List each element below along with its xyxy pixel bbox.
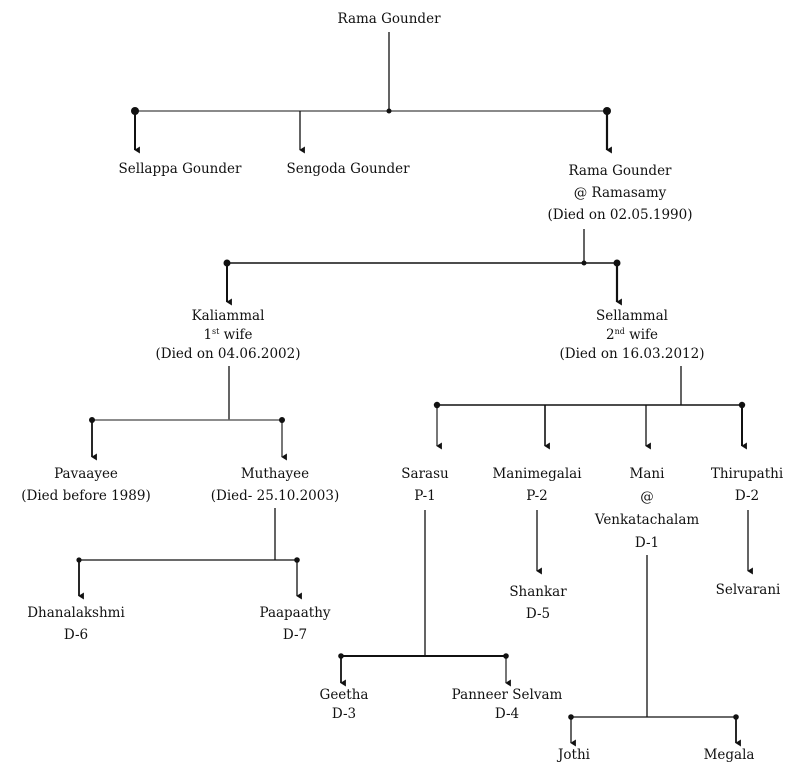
person-geetha: Geetha D-3: [320, 686, 369, 724]
person-sengoda-gounder: Sengoda Gounder: [286, 160, 409, 178]
person-name: Sellammal: [596, 308, 668, 324]
person-selvarani: Selvarani: [716, 581, 781, 599]
person-name: Pavaayee: [54, 466, 118, 482]
person-name: Selvarani: [715, 582, 781, 598]
person-name: Panneer Selvam: [451, 687, 563, 703]
junction-dot: [294, 557, 300, 563]
person-name: Geetha: [319, 687, 369, 703]
person-code: D-7: [282, 627, 308, 643]
person-manimegalai: Manimegalai P-2: [492, 463, 581, 507]
junction-dot: [338, 653, 344, 659]
person-megala: Megala: [704, 746, 755, 764]
person-name: Muthayee: [240, 466, 310, 482]
junction-dot: [89, 417, 95, 423]
person-death-note: (Died on 04.06.2002): [155, 346, 301, 362]
person-kaliammal: Kaliammal 1st wife (Died on 04.06.2002): [155, 307, 300, 364]
person-death-note: (Died before 1989): [21, 488, 151, 504]
person-alias: Venkatachalam: [594, 512, 700, 528]
person-dhanalakshmi: Dhanalakshmi D-6: [27, 602, 125, 646]
person-rama-gounder-ramasamy: Rama Gounder @ Ramasamy (Died on 02.05.1…: [547, 160, 692, 226]
person-name: Manimegalai: [492, 466, 582, 482]
junction-dot: [568, 714, 574, 720]
junction-dot: [76, 557, 82, 563]
junction-dot: [279, 417, 285, 423]
person-muthayee: Muthayee (Died- 25.10.2003): [211, 463, 339, 507]
person-role: 1st wife: [203, 327, 253, 343]
person-paapaathy: Paapaathy D-7: [259, 602, 330, 646]
person-code: D-4: [494, 706, 520, 722]
person-name: Kaliammal: [191, 308, 265, 324]
junction-dot: [386, 108, 392, 114]
person-role: 2nd wife: [605, 327, 659, 343]
person-death-note: (Died on 02.05.1990): [547, 207, 693, 223]
person-name: Shankar: [509, 584, 567, 600]
junction-dot: [223, 259, 231, 267]
person-code: D-1: [634, 535, 660, 551]
person-name: Jothi: [558, 747, 590, 763]
person-alias: @ Ramasamy: [573, 185, 667, 201]
person-pavaayee: Pavaayee (Died before 1989): [21, 463, 150, 507]
person-thirupathi: Thirupathi D-2: [711, 463, 783, 507]
junction-dot: [613, 259, 621, 267]
person-code: D-6: [63, 627, 89, 643]
person-death-note: (Died on 16.03.2012): [559, 346, 705, 362]
person-code: P-1: [414, 488, 436, 504]
person-name: Sellappa Gounder: [118, 161, 242, 177]
person-sarasu: Sarasu P-1: [401, 463, 448, 507]
person-root-rama-gounder: Rama Gounder: [337, 10, 440, 28]
person-jothi: Jothi: [558, 746, 590, 764]
person-name: Rama Gounder: [568, 163, 672, 179]
junction-dot: [738, 401, 746, 409]
person-mani-venkatachalam: Mani @ Venkatachalam D-1: [595, 463, 699, 555]
person-shankar: Shankar D-5: [509, 581, 566, 625]
junction-dot: [131, 107, 139, 115]
person-name: Sarasu: [401, 466, 449, 482]
person-name: Dhanalakshmi: [27, 605, 125, 621]
person-death-note: (Died- 25.10.2003): [210, 488, 340, 504]
person-panneer-selvam: Panneer Selvam D-4: [452, 686, 563, 724]
junction-dot: [733, 714, 739, 720]
person-code: P-2: [526, 488, 548, 504]
person-code: D-2: [734, 488, 760, 504]
person-sellappa-gounder: Sellappa Gounder: [119, 160, 242, 178]
junction-dot: [433, 401, 441, 409]
person-name: Mani: [629, 466, 665, 482]
person-alias-symbol: @: [640, 489, 654, 505]
person-code: D-3: [331, 706, 357, 722]
junction-dot: [503, 653, 509, 659]
person-name: Megala: [703, 747, 755, 763]
person-name: Rama Gounder: [337, 11, 441, 27]
person-code: D-5: [525, 606, 551, 622]
person-sellammal: Sellammal 2nd wife (Died on 16.03.2012): [559, 307, 704, 364]
person-name: Thirupathi: [710, 466, 784, 482]
person-name: Paapaathy: [259, 605, 331, 621]
person-name: Sengoda Gounder: [286, 161, 410, 177]
junction-dot: [581, 260, 587, 266]
junction-dot: [603, 107, 611, 115]
